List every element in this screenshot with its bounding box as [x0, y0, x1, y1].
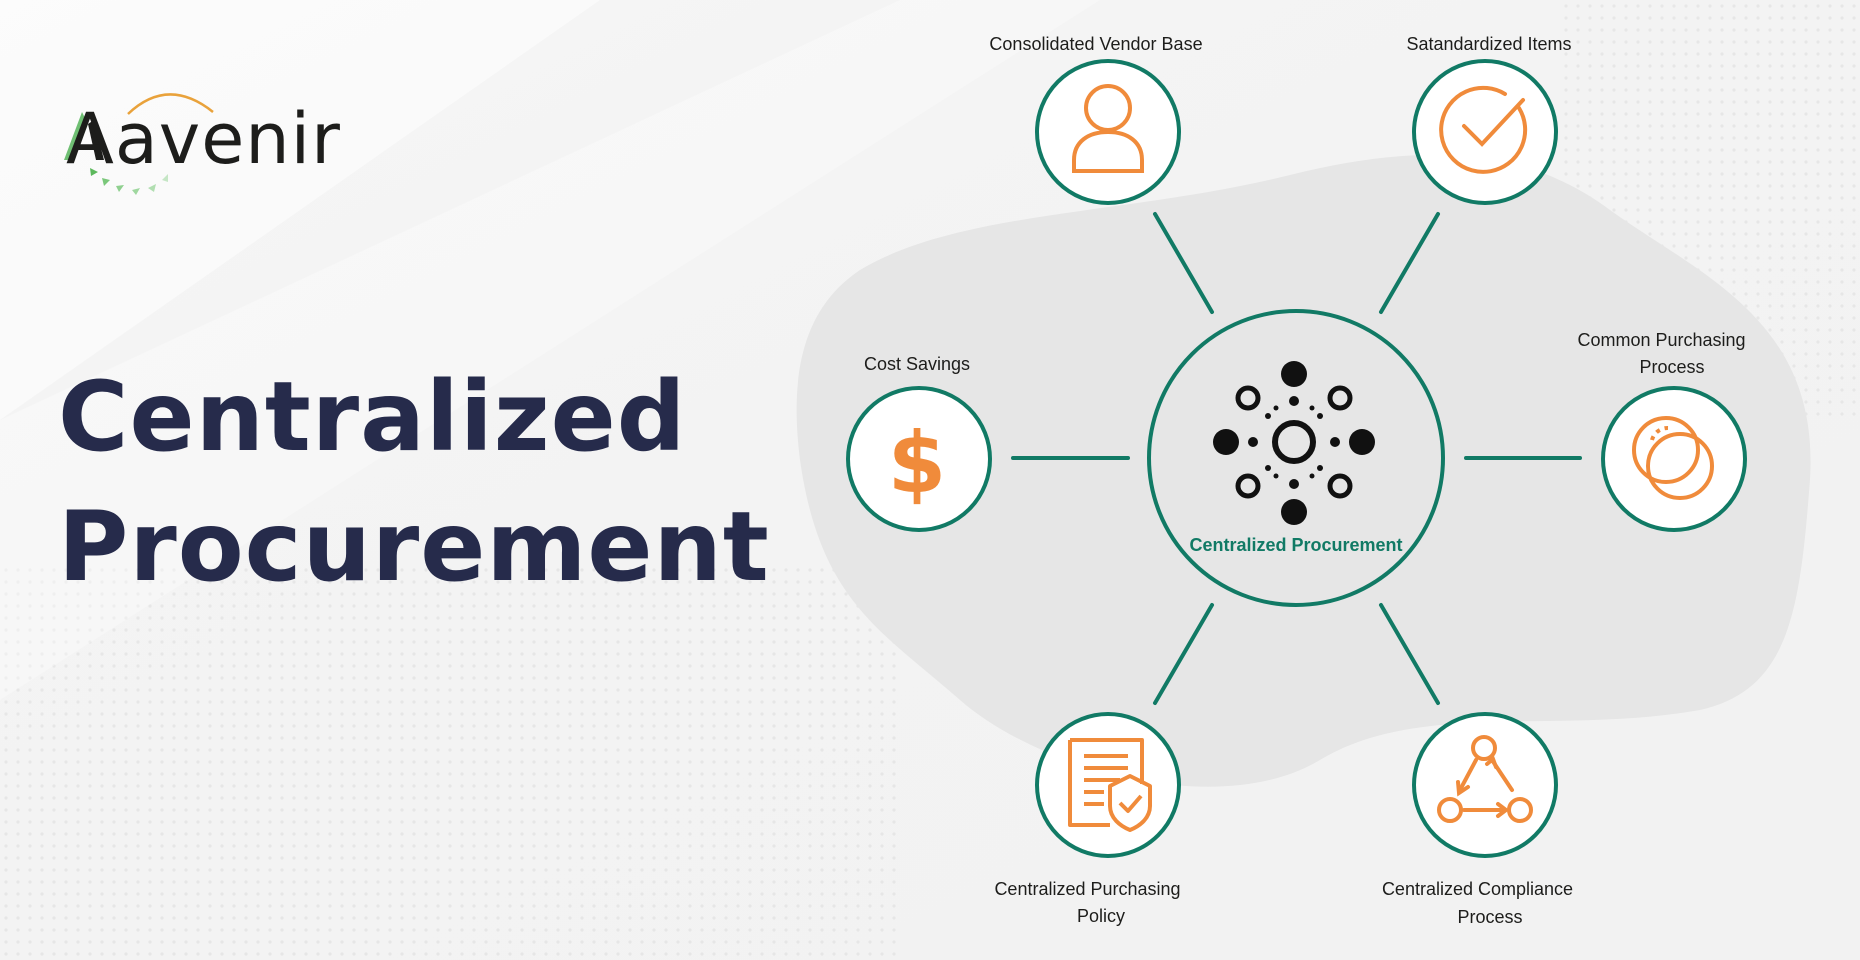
- node-label-vendor: Consolidated Vendor Base: [989, 34, 1202, 54]
- node-savings: $ Cost Savings: [846, 354, 992, 532]
- cycle-triangle-icon: [1437, 735, 1533, 823]
- connector-policy: [1153, 603, 1214, 705]
- title-line-2: Procurement: [58, 491, 770, 603]
- hub-node: Centralized Procurement: [1147, 309, 1445, 607]
- node-vendor: Consolidated Vendor Base: [989, 34, 1203, 205]
- connectors: [1011, 212, 1582, 705]
- node-label-compliance: Centralized Compliance Process: [1382, 879, 1578, 927]
- check-circle-icon: [1439, 85, 1528, 174]
- connector-vendor: [1153, 212, 1214, 314]
- node-items: Satandardized Items: [1406, 34, 1572, 205]
- connector-items: [1379, 212, 1440, 314]
- node-label-policy: Centralized Purchasing Policy: [994, 879, 1185, 926]
- user-icon: [1072, 84, 1144, 173]
- node-policy: Centralized Purchasing Policy: [994, 712, 1185, 926]
- title-line-1: Centralized: [58, 361, 687, 473]
- policy-document-icon: [1068, 738, 1152, 832]
- page-title: Centralized Procurement: [58, 352, 770, 612]
- node-label-process: Common Purchasing Process: [1577, 330, 1750, 377]
- hub-label: Centralized Procurement: [1189, 535, 1402, 555]
- node-label-savings: Cost Savings: [864, 354, 970, 374]
- node-process: Common Purchasing Process: [1577, 330, 1750, 532]
- node-compliance: Centralized Compliance Process: [1382, 712, 1578, 927]
- dollar-icon: $: [888, 414, 946, 512]
- logo-mark: [64, 93, 214, 195]
- network-hub-icon: [1213, 361, 1375, 525]
- node-label-items: Satandardized Items: [1406, 34, 1571, 54]
- connector-compliance: [1379, 603, 1440, 705]
- logo-wordmark: Aavenir: [66, 98, 341, 180]
- overlap-circles-icon: [1632, 416, 1714, 500]
- brand-logo: Aavenir: [58, 82, 358, 212]
